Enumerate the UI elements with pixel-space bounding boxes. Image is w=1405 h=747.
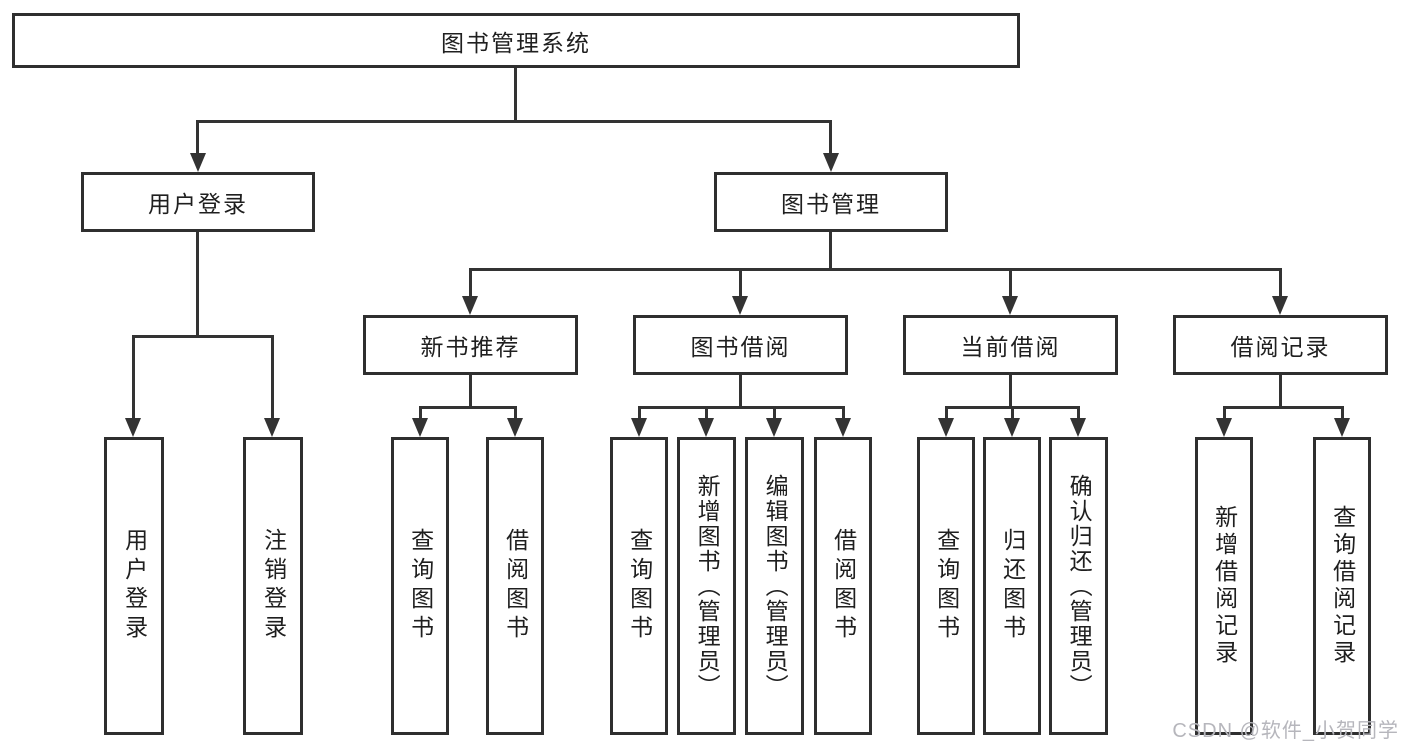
connector-l3-stem: [1279, 268, 1282, 298]
connector-book-mgmt-bar: [469, 268, 1282, 271]
arrow-down-icon: [1334, 418, 1350, 437]
arrow-down-icon: [835, 418, 851, 437]
connector-leaf-stem: [1077, 406, 1080, 420]
node-book-management: 图书管理: [714, 172, 948, 232]
connector-leaf-stem: [842, 406, 845, 420]
connector-leaf-stem: [1341, 406, 1344, 420]
node-book-management-label: 图书管理: [781, 191, 881, 217]
node-borrow-records-label: 借阅记录: [1230, 334, 1331, 360]
leaf-confirm-return-admin-label: 确认归还（管理员）: [1066, 473, 1093, 699]
connector-leaf-stem: [1011, 406, 1014, 420]
leaf-borrow-books-2-label: 借阅图书: [830, 528, 857, 644]
arrow-down-icon: [938, 418, 954, 437]
leaf-edit-book-admin: 编辑图书（管理员）: [745, 437, 804, 735]
node-book-borrow-label: 图书借阅: [690, 334, 791, 360]
arrow-down-icon: [698, 418, 714, 437]
leaf-query-borrow-record-label: 查询借阅记录: [1329, 505, 1356, 667]
connector-root-bar: [196, 120, 832, 123]
node-user-login-label: 用户登录: [148, 191, 248, 217]
node-root-label: 图书管理系统: [441, 29, 591, 56]
leaf-user-login: 用户登录: [104, 437, 164, 735]
arrow-down-icon: [507, 418, 523, 437]
connector-user-login-down: [196, 232, 199, 335]
arrow-down-icon: [766, 418, 782, 437]
leaf-borrow-books-1-label: 借阅图书: [502, 528, 529, 644]
connector-current-down: [1009, 375, 1012, 406]
connector-borrow-bar: [638, 406, 844, 409]
connector-records-bar: [1223, 406, 1343, 409]
leaf-add-book-admin-label: 新增图书（管理员）: [694, 473, 721, 699]
connector-borrow-down: [739, 375, 742, 406]
connector-leaf-stem: [419, 406, 422, 420]
arrow-down-icon: [823, 153, 839, 172]
node-book-borrow: 图书借阅: [633, 315, 848, 375]
leaf-return-books-label: 归还图书: [999, 528, 1026, 644]
leaf-query-books-1: 查询图书: [391, 437, 449, 735]
connector-leaf-stem: [705, 406, 708, 420]
node-current-borrow: 当前借阅: [903, 315, 1118, 375]
connector-l3-stem: [469, 268, 472, 298]
connector-leaf-stem: [271, 335, 274, 419]
csdn-watermark: CSDN @软件_小贺同学: [1172, 720, 1399, 742]
leaf-query-books-2: 查询图书: [610, 437, 668, 735]
node-new-book-recommend: 新书推荐: [363, 315, 578, 375]
connector-book-mgmt-stem: [829, 120, 832, 156]
connector-leaf-stem: [773, 406, 776, 420]
arrow-down-icon: [1002, 296, 1018, 315]
leaf-edit-book-admin-label: 编辑图书（管理员）: [762, 473, 789, 699]
connector-records-down: [1279, 375, 1282, 406]
leaf-logout: 注销登录: [243, 437, 303, 735]
connector-leaf-stem: [132, 335, 135, 419]
leaf-query-books-1-label: 查询图书: [407, 528, 434, 644]
leaf-query-borrow-record: 查询借阅记录: [1313, 437, 1371, 735]
arrow-down-icon: [1070, 418, 1086, 437]
leaf-borrow-books-2: 借阅图书: [814, 437, 872, 735]
leaf-query-books-3-label: 查询图书: [933, 528, 960, 644]
connector-leaf-stem: [638, 406, 641, 420]
arrow-down-icon: [1216, 418, 1232, 437]
leaf-add-borrow-record-label: 新增借阅记录: [1211, 505, 1238, 667]
arrow-down-icon: [732, 296, 748, 315]
leaf-query-books-2-label: 查询图书: [626, 528, 653, 644]
arrow-down-icon: [264, 418, 280, 437]
arrow-down-icon: [190, 153, 206, 172]
node-current-borrow-label: 当前借阅: [960, 334, 1061, 360]
connector-leaf-stem: [1223, 406, 1226, 420]
leaf-query-books-3: 查询图书: [917, 437, 975, 735]
node-user-login: 用户登录: [81, 172, 315, 232]
leaf-borrow-books-1: 借阅图书: [486, 437, 544, 735]
connector-leaf-stem: [514, 406, 517, 420]
leaf-logout-label: 注销登录: [260, 528, 287, 644]
connector-book-mgmt-down: [829, 232, 832, 268]
arrow-down-icon: [462, 296, 478, 315]
arrow-down-icon: [412, 418, 428, 437]
leaf-return-books: 归还图书: [983, 437, 1041, 735]
arrow-down-icon: [125, 418, 141, 437]
leaf-confirm-return-admin: 确认归还（管理员）: [1049, 437, 1108, 735]
leaf-add-book-admin: 新增图书（管理员）: [677, 437, 736, 735]
connector-user-login-bar: [132, 335, 274, 338]
connector-recommend-down: [469, 375, 472, 406]
connector-user-login-stem: [196, 120, 199, 156]
connector-l3-stem: [1009, 268, 1012, 298]
connector-l3-stem: [739, 268, 742, 298]
arrow-down-icon: [1004, 418, 1020, 437]
arrow-down-icon: [631, 418, 647, 437]
leaf-add-borrow-record: 新增借阅记录: [1195, 437, 1253, 735]
node-root: 图书管理系统: [12, 13, 1020, 68]
connector-root-stem: [514, 67, 517, 120]
arrow-down-icon: [1272, 296, 1288, 315]
connector-recommend-bar: [419, 406, 517, 409]
node-borrow-records: 借阅记录: [1173, 315, 1388, 375]
connector-leaf-stem: [945, 406, 948, 420]
node-new-book-recommend-label: 新书推荐: [420, 334, 521, 360]
leaf-user-login-label: 用户登录: [121, 528, 148, 644]
